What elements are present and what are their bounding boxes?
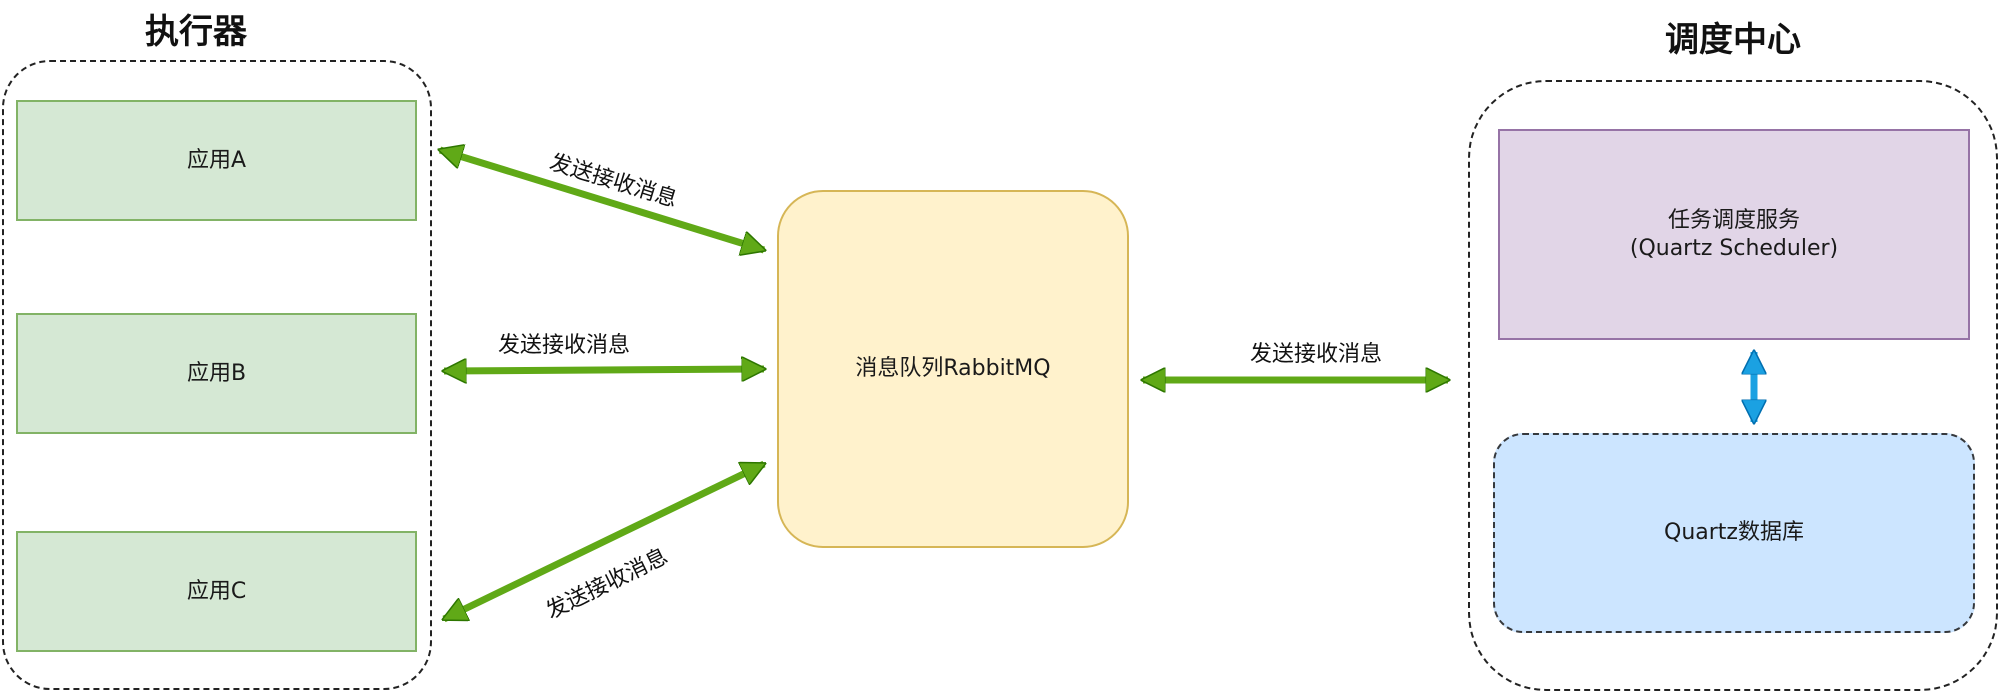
scheduler-center-title: 调度中心 xyxy=(1665,20,1801,60)
app-b-label: 应用B xyxy=(186,360,247,386)
app-c-label: 应用C xyxy=(186,578,247,604)
task-scheduler-label-line1: 任务调度服务 xyxy=(1667,208,1800,233)
app-a-node[interactable]: 应用A xyxy=(16,100,417,221)
edge-label-app-b: 发送接收消息 xyxy=(498,333,631,358)
quartz-database-label: Quartz数据库 xyxy=(1664,520,1804,546)
executor-group xyxy=(2,60,432,690)
app-b-node[interactable]: 应用B xyxy=(16,313,417,434)
arrow-app-b-queue xyxy=(444,369,764,371)
rabbitmq-label: 消息队列RabbitMQ xyxy=(855,356,1051,382)
edge-label-scheduler: 发送接收消息 xyxy=(1250,342,1383,367)
arrow-app-a-queue xyxy=(440,150,764,250)
app-a-label: 应用A xyxy=(186,147,247,173)
quartz-database-node[interactable]: Quartz数据库 xyxy=(1493,433,1975,633)
task-scheduler-label-line2: (Quartz Scheduler) xyxy=(1629,235,1839,261)
task-scheduler-node[interactable]: 任务调度服务 (Quartz Scheduler) xyxy=(1498,129,1970,340)
arrow-app-c-queue xyxy=(444,460,764,623)
executor-title: 执行器 xyxy=(145,12,247,52)
rabbitmq-node[interactable]: 消息队列RabbitMQ xyxy=(777,190,1129,548)
app-c-node[interactable]: 应用C xyxy=(16,531,417,652)
scheduler-center-group xyxy=(1468,80,1998,691)
